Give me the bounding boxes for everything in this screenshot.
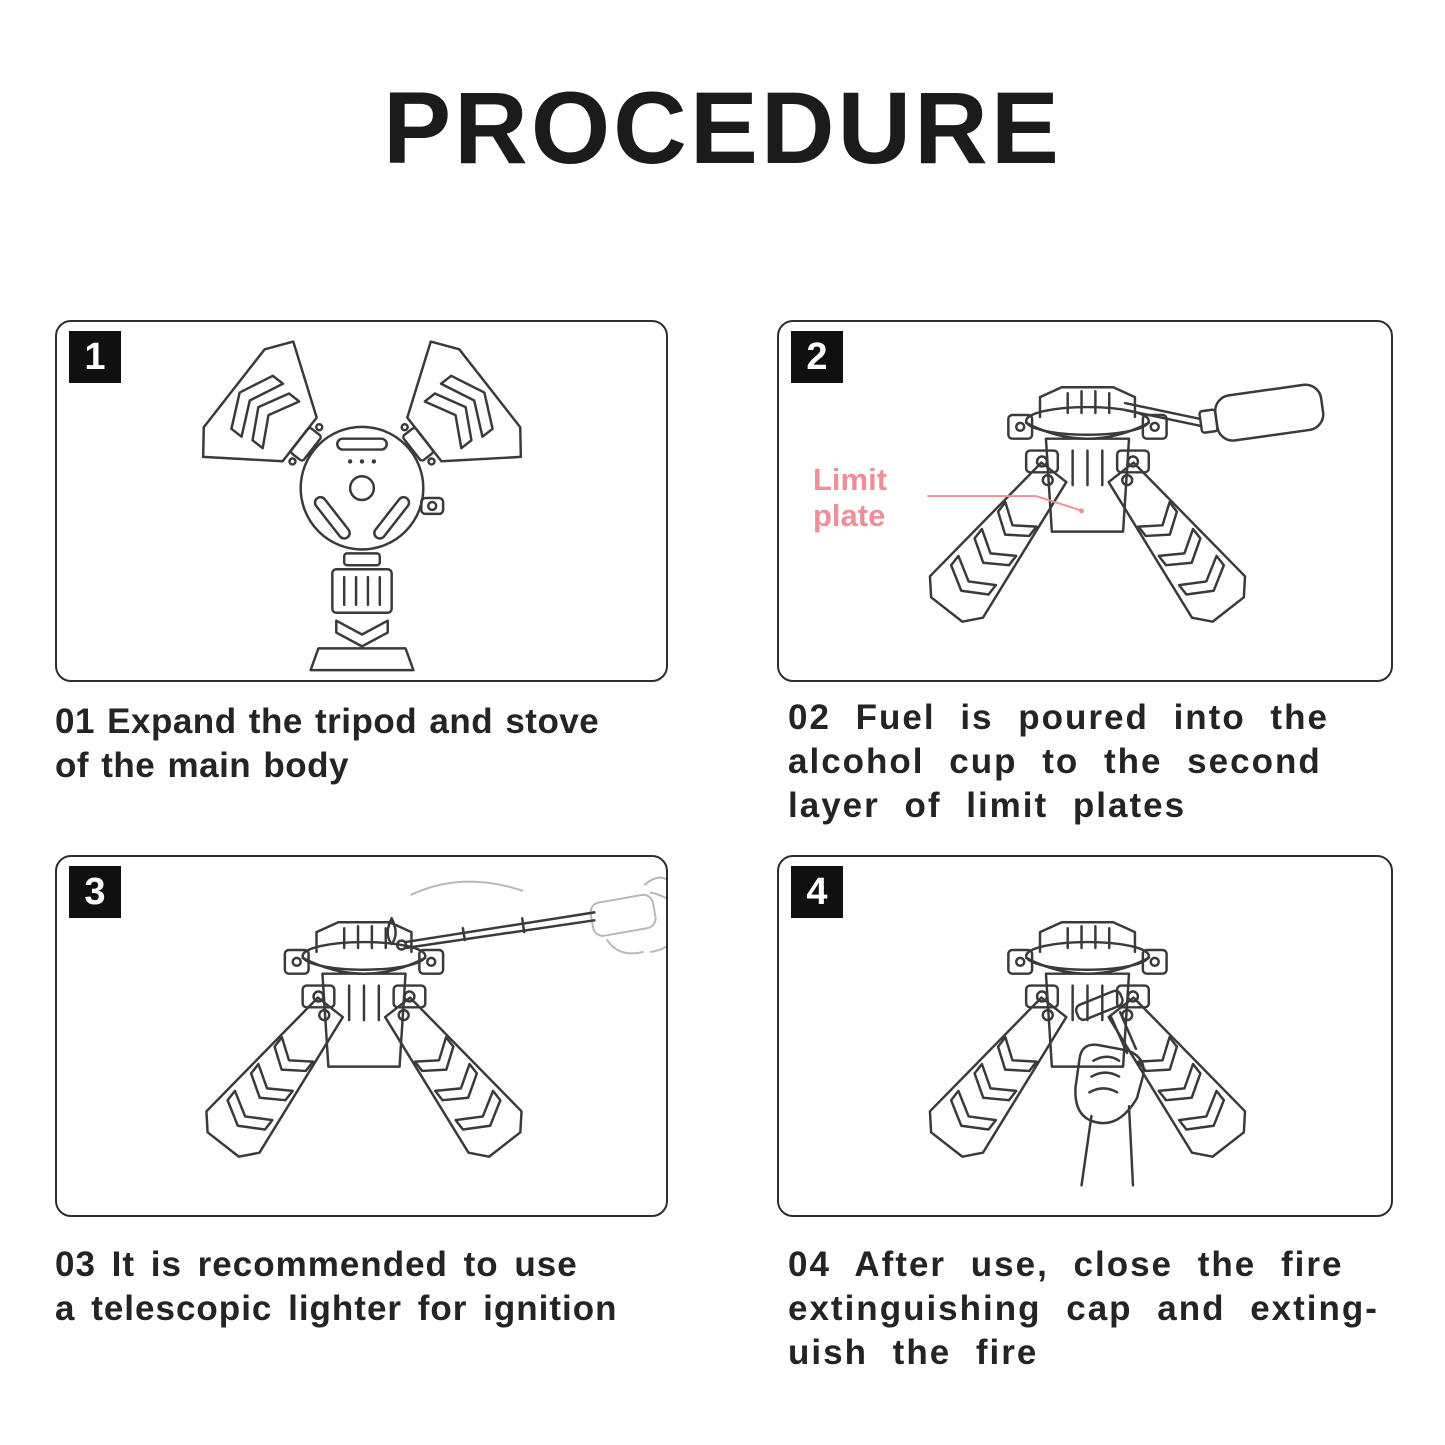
step-number-badge-1: 1 — [69, 331, 121, 383]
step-caption-2: 02 Fuel is poured into the alcohol cup t… — [788, 698, 1329, 826]
lighter-ignition-illustration — [57, 876, 666, 1215]
step-caption-3: 03 It is recommended to use a telescopic… — [55, 1245, 618, 1329]
step-number-4: 4 — [806, 870, 828, 913]
close-cap-illustration — [779, 857, 1391, 1187]
step-panel-3: 3 — [55, 855, 668, 1217]
fuel-pouring-illustration — [779, 383, 1325, 680]
step-number-3: 3 — [84, 870, 106, 913]
limit-plate-label: Limit plate — [813, 462, 888, 533]
step-number-badge-3: 3 — [69, 866, 121, 918]
step-number-1: 1 — [84, 335, 106, 378]
step-number-badge-2: 2 — [791, 331, 843, 383]
step-panel-2: 2 Limit plate — [777, 320, 1393, 682]
limit-plate-leader-line — [927, 495, 1085, 514]
page-title: PROCEDURE — [383, 71, 1062, 185]
step-caption-4: 04 After use, close the fire extinguishi… — [788, 1245, 1379, 1373]
step-caption-1: 01 Expand the tripod and stove of the ma… — [55, 702, 600, 786]
step-panel-1: 1 — [55, 320, 668, 682]
step-panel-4: 4 — [777, 855, 1393, 1217]
stove-folded-illustration — [187, 329, 537, 672]
step-number-2: 2 — [806, 335, 828, 378]
step-number-badge-4: 4 — [791, 866, 843, 918]
